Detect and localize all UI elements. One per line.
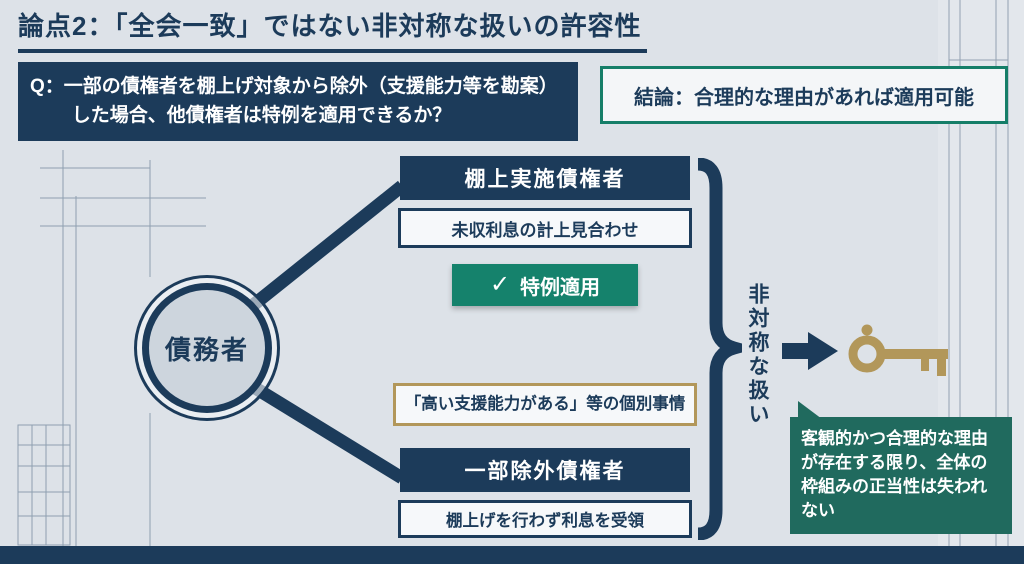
bottom-creditor-box: 一部除外債権者 [400, 448, 690, 492]
key-icon [848, 324, 948, 376]
top-creditor-box: 棚上実施債権者 [400, 156, 690, 200]
badge-label: 特例適用 [520, 276, 601, 299]
bottom-detail-box: 棚上げを行わず利息を受領 [398, 500, 692, 538]
asymmetric-treatment-label: 非対称な扱い [746, 283, 769, 427]
top-detail-label: 未収利息の計上見合わせ [451, 220, 639, 240]
top-detail-box: 未収利息の計上見合わせ [398, 208, 692, 248]
bottom-detail-label: 棚上げを行わず利息を受領 [446, 512, 644, 530]
debtor-node: 債務者 [134, 275, 280, 421]
question-text: Q：一部の債権者を棚上げ対象から除外（支援能力等を勘案）した場合、他債権者は特例… [30, 76, 558, 126]
debtor-label: 債務者 [164, 334, 249, 365]
individual-circumstances-label: 「高い支援能力がある」等の個別事情 [404, 395, 686, 413]
top-creditor-label: 棚上実施債権者 [464, 168, 626, 191]
conclusion-text: 結論：合理的な理由があれば適用可能 [634, 86, 974, 109]
individual-circumstances-box: 「高い支援能力がある」等の個別事情 [393, 383, 697, 427]
debtor-node-inner: 債務者 [142, 283, 272, 413]
curly-brace-icon [697, 158, 742, 540]
check-icon: ✓ [489, 271, 511, 298]
conclusion-box: 結論：合理的な理由があれば適用可能 [600, 66, 1008, 124]
question-box: Q：一部の債権者を棚上げ対象から除外（支援能力等を勘案）した場合、他債権者は特例… [18, 62, 578, 141]
rationale-text: 客観的かつ合理的な理由が存在する限り、全体の枠組みの正当性は失われない [801, 429, 988, 521]
page-title: 論点2：「全会一致」ではない非対称な扱いの許容性 [18, 6, 648, 53]
special-treatment-badge: ✓ 特例適用 [452, 264, 638, 306]
arrow-right-icon [782, 332, 838, 370]
bottom-creditor-label: 一部除外債権者 [464, 460, 626, 483]
rationale-callout: 客観的かつ合理的な理由が存在する限り、全体の枠組みの正当性は失われない [790, 401, 1012, 534]
bottom-bar [0, 546, 1024, 564]
